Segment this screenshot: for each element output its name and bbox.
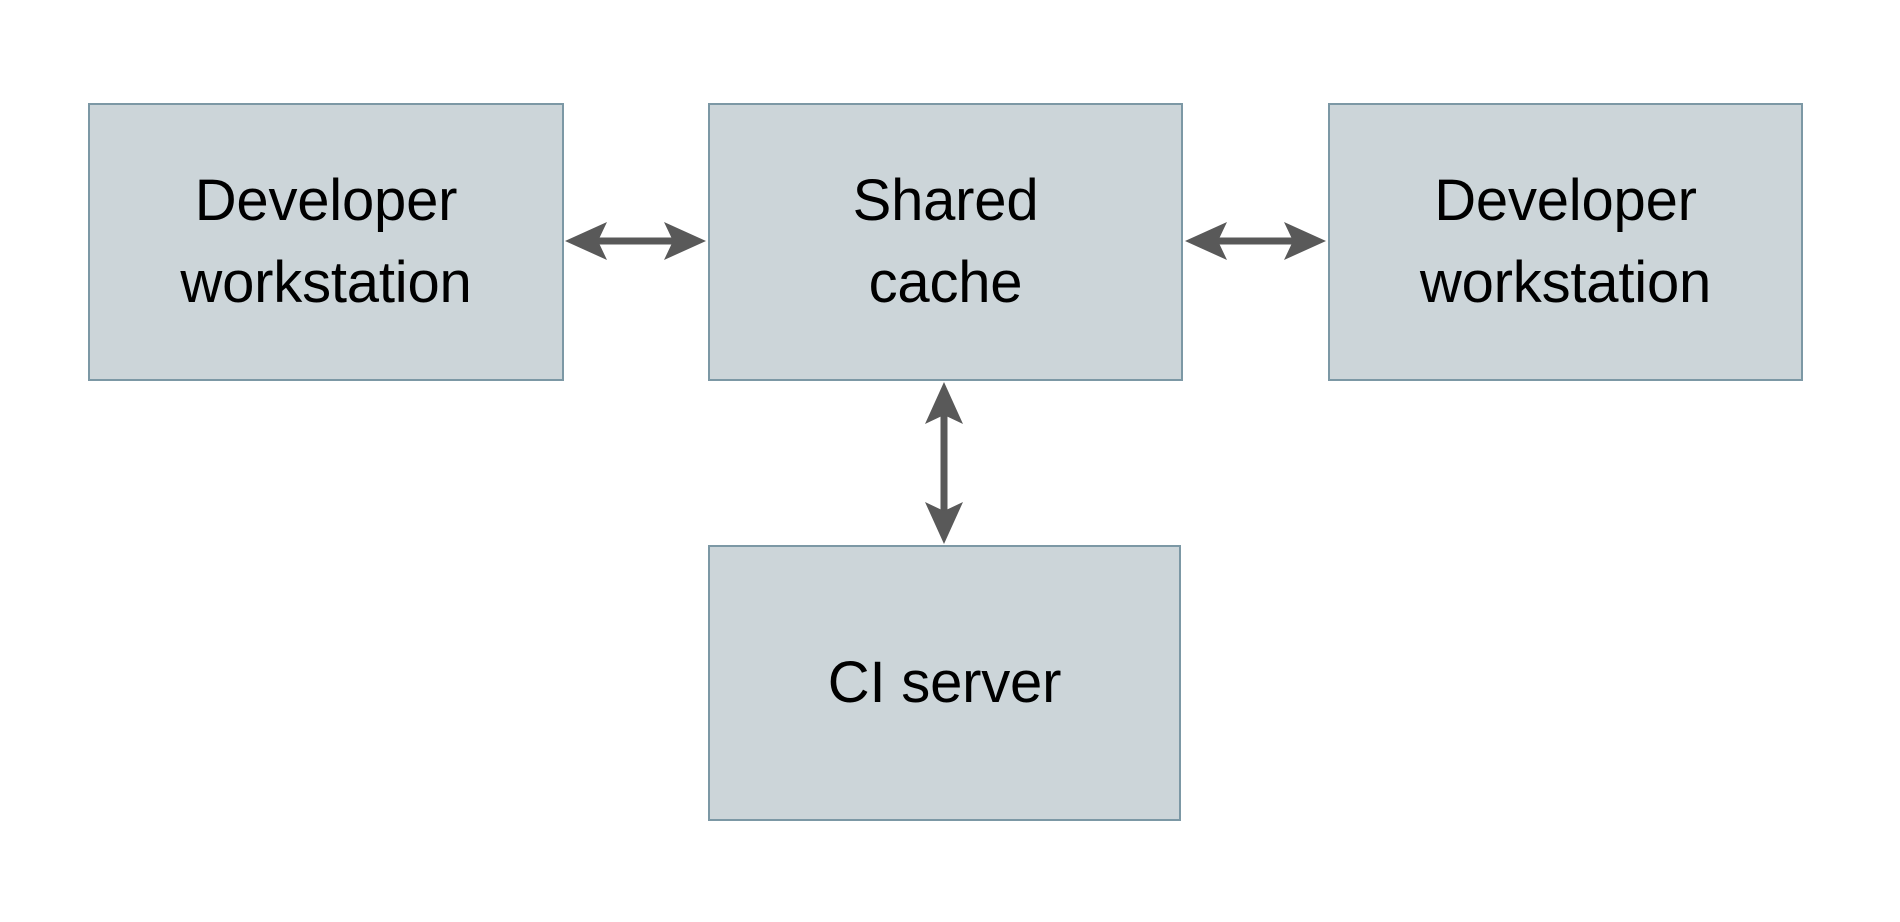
edge-cache-dev-right <box>1185 222 1326 260</box>
node-label: Developer workstation <box>180 167 472 315</box>
edge-cache-ci <box>925 382 963 544</box>
arrowhead-right <box>1284 222 1326 260</box>
node-developer-workstation-left[interactable]: Developer workstation <box>88 103 564 381</box>
edge-dev-left-cache <box>565 222 706 260</box>
node-label: Developer workstation <box>1419 167 1712 315</box>
arrowhead-up <box>925 382 963 424</box>
arrowhead-left <box>565 222 607 260</box>
arrowhead-left <box>1185 222 1227 260</box>
node-shared-cache[interactable]: Shared cache <box>708 103 1183 381</box>
arrowhead-down <box>925 502 963 544</box>
node-ci-server[interactable]: CI server <box>708 545 1181 821</box>
node-label: Shared cache <box>852 167 1039 315</box>
node-label: CI server <box>827 649 1062 715</box>
node-developer-workstation-right[interactable]: Developer workstation <box>1328 103 1803 381</box>
arrowhead-right <box>664 222 706 260</box>
